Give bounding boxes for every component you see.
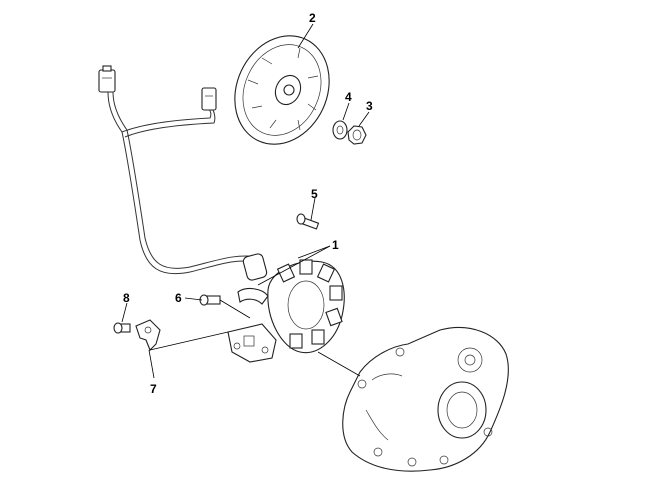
callout-labels: 1 2 3 4 5 6 7 8	[123, 11, 373, 396]
callout-7: 7	[150, 382, 157, 396]
callout-8: 8	[123, 291, 130, 305]
screw-8	[113, 322, 131, 334]
bolt-5	[296, 213, 320, 230]
callout-3: 3	[366, 99, 373, 113]
callout-5: 5	[311, 187, 318, 201]
callout-4: 4	[345, 90, 352, 104]
washer	[332, 120, 348, 140]
cable-grommet	[242, 253, 268, 281]
harness-connector-a	[98, 69, 116, 93]
harness-connector-b	[201, 87, 217, 111]
callout-6: 6	[175, 291, 182, 305]
leader-lines	[121, 23, 370, 379]
wire-clamp	[135, 319, 161, 351]
callout-1: 1	[332, 238, 339, 252]
wiring-harness	[98, 65, 268, 281]
flywheel-rotor	[234, 35, 330, 145]
flywheel-nut	[347, 125, 367, 145]
callout-2: 2	[309, 11, 316, 25]
stator-assembly	[227, 259, 345, 363]
generator-cover	[342, 326, 509, 472]
bolt-6	[199, 294, 221, 306]
